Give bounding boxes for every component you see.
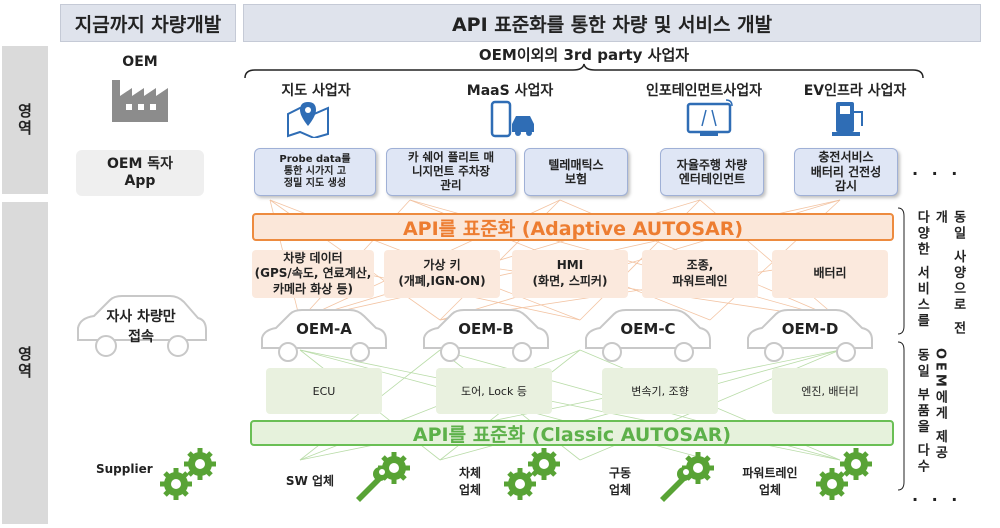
right-note-top: 동일 사양으로 전개 다양한 서비스를 — [914, 210, 966, 338]
gear-pair-icon — [504, 448, 560, 500]
ellipsis-bottom: · · · — [912, 490, 962, 509]
side-label-top: 영역 — [2, 46, 48, 194]
oem-a-label: OEM-A — [296, 320, 352, 338]
brace-line — [244, 63, 924, 79]
supplier-sw: SW 업체 — [285, 474, 335, 488]
phone-car-icon — [490, 100, 534, 138]
header-right-title: API 표준화를 통한 차량 및 서비스 개발 — [243, 4, 981, 42]
oem-d-car-icon — [747, 309, 873, 362]
oem-label: OEM — [122, 54, 158, 70]
supplier-body: 차체 업체 — [458, 466, 482, 497]
part-door-lock: 도어, Lock 등 — [436, 368, 552, 414]
vehicle-data-box: 차량 데이터 (GPS/속도, 연료계산, 카메라 화상 등) — [252, 250, 374, 298]
map-pin-icon — [287, 102, 329, 138]
gear-icon — [160, 448, 216, 500]
service-box-charging: 충전서비스 배터리 건전성 감시 — [794, 148, 898, 196]
part-transmission-steering: 변속기, 조향 — [602, 368, 718, 414]
wrench-gear-icon — [356, 452, 410, 502]
part-ecu: ECU — [266, 368, 382, 414]
steering-powertrain-box: 조종, 파워트레인 — [642, 250, 758, 298]
gear-pair-icon-2 — [816, 448, 872, 500]
supplier-drive: 구동 업체 — [608, 466, 632, 497]
api-classic-bar: API를 표준화 (Classic AUTOSAR) — [250, 420, 894, 446]
oem-app-box: OEM 독자 App — [76, 150, 204, 196]
battery-box: 배터리 — [772, 250, 888, 298]
dashboard-screen-icon — [686, 99, 733, 136]
business-map: 지도 사업자 — [281, 83, 351, 99]
ellipsis-top: · · · — [912, 164, 962, 183]
right-note-bottom: OEM에게 제공 동일 부품을 다수 — [914, 348, 948, 476]
header-left-title: 지금까지 차량개발 — [60, 4, 236, 42]
side-label-bottom: 영역 — [2, 202, 48, 524]
oem-a-car-icon — [261, 309, 387, 362]
own-car-label: 자사 차량만 접속 — [106, 309, 176, 345]
factory-icon — [112, 80, 168, 122]
wrench-gear-icon-2 — [660, 452, 714, 502]
virtual-key-box: 가상 키 (개폐,IGN-ON) — [384, 250, 500, 298]
supplier-label: Supplier — [96, 462, 153, 476]
car-outline-icon — [77, 295, 207, 357]
business-infotainment: 인포테인먼트사업자 — [646, 83, 762, 99]
oem-c-label: OEM-C — [620, 320, 676, 338]
service-box-autonomous: 자율주행 차량 엔터테인먼트 — [660, 148, 764, 196]
oem-b-label: OEM-B — [458, 320, 514, 338]
right-brackets — [897, 207, 905, 491]
business-maas: MaaS 사업자 — [466, 83, 554, 99]
supplier-powertrain: 파워트레인 업체 — [742, 466, 798, 497]
ev-charger-icon — [832, 102, 863, 136]
third-party-title: OEM이외의 3rd party 사업자 — [478, 46, 690, 64]
part-engine-battery: 엔진, 배터리 — [772, 368, 888, 414]
service-box-hd-map: Probe data를 통한 시가지 고 정밀 지도 생성 — [254, 148, 376, 196]
hmi-box: HMI (화면, 스피커) — [512, 250, 628, 298]
service-box-telematics: 텔레매틱스 보험 — [524, 148, 628, 196]
oem-d-label: OEM-D — [781, 320, 839, 338]
service-box-carshare: 카 쉐어 플리트 매 니지먼트 주차장 관리 — [386, 148, 516, 196]
api-adaptive-bar: API를 표준화 (Adaptive AUTOSAR) — [252, 213, 894, 241]
business-ev-infra: EV인프라 사업자 — [803, 83, 907, 99]
oem-b-car-icon — [423, 309, 549, 362]
oem-c-car-icon — [585, 309, 711, 362]
